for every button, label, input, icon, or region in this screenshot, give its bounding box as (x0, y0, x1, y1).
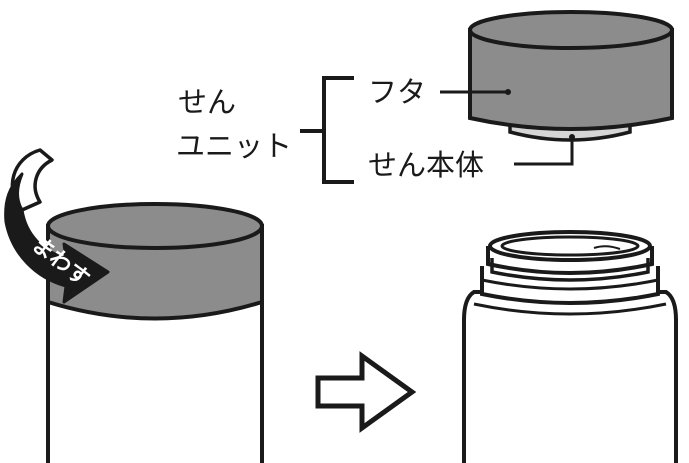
right-arrow-icon (315, 351, 417, 433)
plug-body-leader (514, 134, 575, 166)
cap-body (46, 224, 264, 321)
plug-unit-label-line2: ユニット (176, 129, 292, 163)
plug-body-label: せん本体 (368, 148, 484, 182)
plug-unit (468, 10, 674, 142)
lid-part (468, 28, 674, 131)
plug-unit-bracket (300, 76, 354, 184)
plug-unit-label-line1: せん (178, 85, 236, 119)
lid-leader (440, 89, 511, 95)
lid-label: フタ (368, 75, 426, 109)
bottle-open (462, 230, 678, 463)
bottle-with-cap (46, 202, 264, 463)
cap-top (46, 202, 264, 250)
